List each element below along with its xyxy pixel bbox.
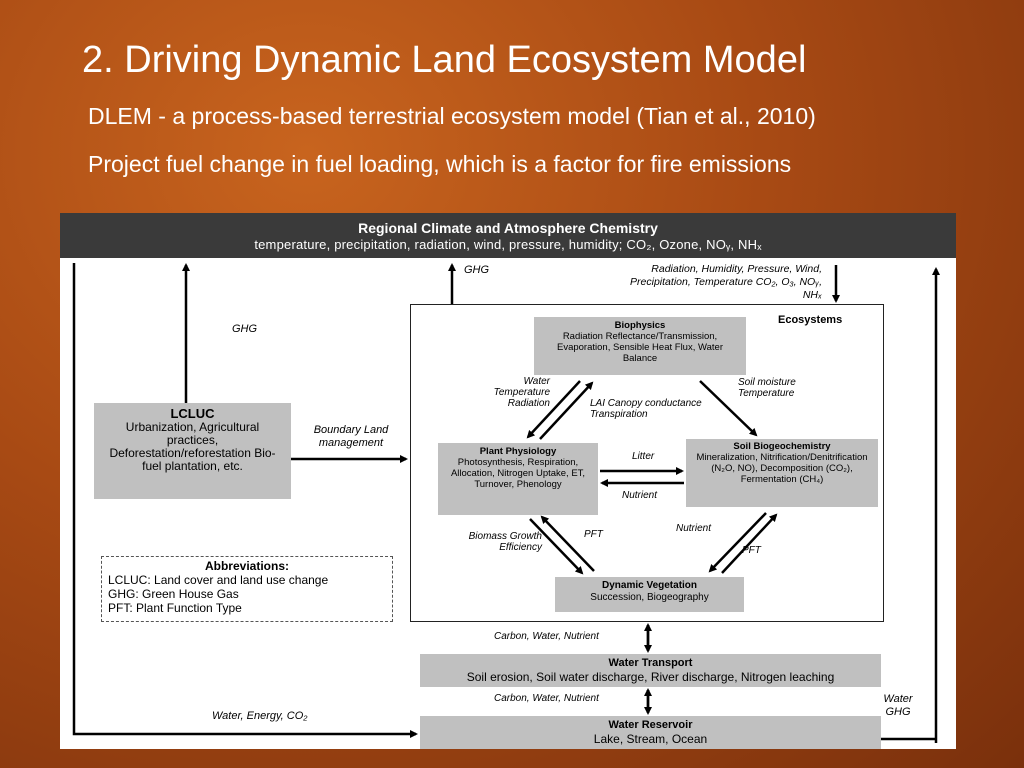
label-nutrient-right: Nutrient xyxy=(676,523,712,534)
soil-biogeochemistry-body: Mineralization, Nitrification/Denitrific… xyxy=(696,452,868,485)
lcluc-box: LCLUC Urbanization, Agricultural practic… xyxy=(94,403,291,499)
label-water-ghg: Water GHG xyxy=(883,693,913,718)
water-transport-box: Water Transport Soil erosion, Soil water… xyxy=(420,654,881,687)
abbreviations-title: Abbreviations: xyxy=(204,559,289,573)
label-ghg-left: GHG xyxy=(232,323,258,335)
label-boundary: Boundary Land management xyxy=(313,424,389,449)
arrow-plant-to-bio xyxy=(539,381,594,440)
label-biomass: Biomass Growth Efficiency xyxy=(468,531,542,553)
climate-variables: temperature, precipitation, radiation, w… xyxy=(254,237,762,252)
dlem-diagram: Regional Climate and Atmosphere Chemistr… xyxy=(60,213,956,749)
soil-biogeochemistry-title: Soil Biogeochemistry xyxy=(733,441,831,452)
label-cwn-upper: Carbon, Water, Nutrient xyxy=(494,631,599,642)
water-reservoir-body: Lake, Stream, Ocean xyxy=(593,732,708,746)
biophysics-body: Radiation Reflectance/Transmission, Evap… xyxy=(557,331,723,364)
climate-title: Regional Climate and Atmosphere Chemistr… xyxy=(358,220,658,236)
label-pft-left: PFT xyxy=(584,529,603,540)
lcluc-body: Urbanization, Agricultural practices, De… xyxy=(109,420,276,473)
arrow-bio-to-soil xyxy=(699,380,758,437)
slide-subtitle-dlem: DLEM - a process-based terrestrial ecosy… xyxy=(88,103,816,129)
plant-physiology-title: Plant Physiology xyxy=(479,446,557,457)
label-lai: LAI Canopy conductance Transpiration xyxy=(590,398,702,420)
slide-subtitle-fuel: Project fuel change in fuel loading, whi… xyxy=(88,151,792,177)
label-water-energy: Water, Energy, CO₂ xyxy=(212,710,308,722)
label-soil-moisture: Soil moisture Temperature xyxy=(738,377,796,399)
dynamic-vegetation-title: Dynamic Vegetation xyxy=(601,580,698,591)
abbreviations-box: Abbreviations: LCLUC: Land cover and lan… xyxy=(101,556,393,622)
biophysics-title: Biophysics xyxy=(614,320,666,331)
arrow-plant-to-veg xyxy=(529,518,584,575)
flow-arrows xyxy=(72,263,940,743)
label-cwn-lower: Carbon, Water, Nutrient xyxy=(494,693,599,704)
label-litter: Litter xyxy=(632,451,655,462)
ecosystems-label: Ecosystems xyxy=(778,314,843,326)
label-pft-right: PFT xyxy=(742,545,761,556)
arrow-bio-to-plant xyxy=(526,380,581,439)
label-ghg-top: GHG xyxy=(464,264,490,276)
plant-physiology-box: Plant Physiology Photosynthesis, Respira… xyxy=(438,443,598,515)
water-transport-title: Water Transport xyxy=(608,657,693,669)
arrow-veg-to-soil xyxy=(721,513,778,574)
water-transport-body: Soil erosion, Soil water discharge, Rive… xyxy=(466,670,835,684)
lcluc-title: LCLUC xyxy=(170,406,215,421)
arrow-veg-to-plant xyxy=(540,515,595,572)
biophysics-box: Biophysics Radiation Reflectance/Transmi… xyxy=(534,317,746,375)
dynamic-vegetation-box: Dynamic Vegetation Succession, Biogeogra… xyxy=(555,577,744,612)
plant-physiology-body: Photosynthesis, Respiration, Allocation,… xyxy=(450,457,586,490)
abbreviation-lcluc: LCLUC: Land cover and land use change xyxy=(108,573,329,587)
label-radiation-inputs: Radiation, Humidity, Pressure, Wind, Pre… xyxy=(630,263,822,301)
arrow-soil-to-veg xyxy=(708,512,767,573)
arrow-water-energy xyxy=(72,263,418,738)
climate-chemistry-bar: Regional Climate and Atmosphere Chemistr… xyxy=(60,213,956,258)
label-nutrient-mid: Nutrient xyxy=(622,490,658,501)
dynamic-vegetation-body: Succession, Biogeography xyxy=(590,592,709,603)
water-reservoir-title: Water Reservoir xyxy=(608,719,693,731)
slide-title: 2. Driving Dynamic Land Ecosystem Model xyxy=(82,39,807,81)
soil-biogeochemistry-box: Soil Biogeochemistry Mineralization, Nit… xyxy=(686,439,878,507)
abbreviation-ghg: GHG: Green House Gas xyxy=(108,587,239,601)
abbreviation-pft: PFT: Plant Function Type xyxy=(108,601,242,615)
water-reservoir-box: Water Reservoir Lake, Stream, Ocean xyxy=(420,716,881,749)
label-water-temp-rad: Water Temperature Radiation xyxy=(493,376,550,409)
